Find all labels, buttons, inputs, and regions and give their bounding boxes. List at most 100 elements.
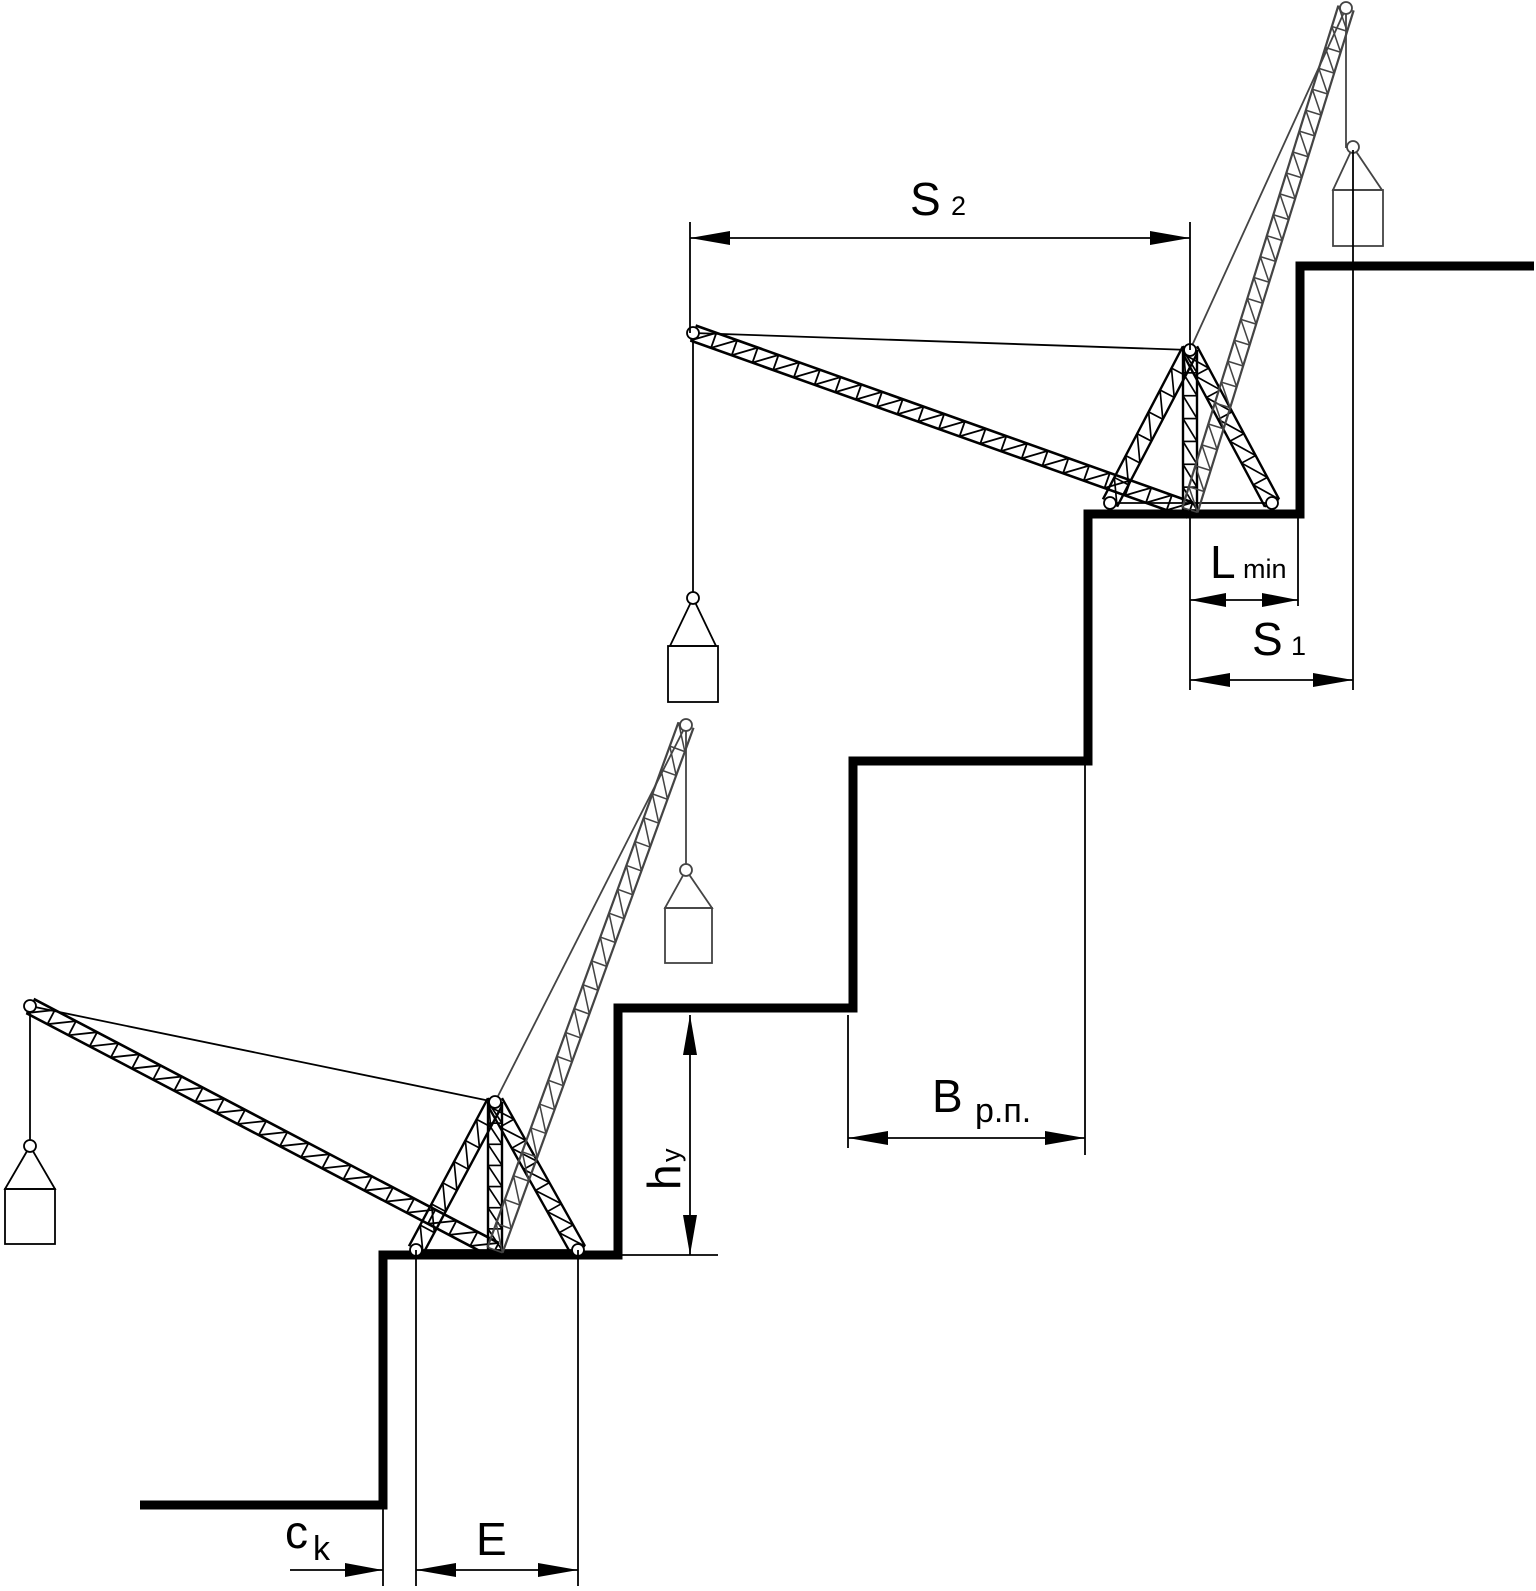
- lower-aframe-left-member: [419, 1224, 435, 1234]
- upper-boom-member: [979, 435, 1007, 445]
- lower-boom-up-member: [556, 1056, 565, 1086]
- upper-boom-member: [1000, 442, 1028, 453]
- upper-aframe-right-member: [1194, 374, 1221, 391]
- lower-aframe-left-member: [431, 1203, 447, 1213]
- upper-boom-up-member: [1227, 360, 1238, 388]
- upper-boom-member: [937, 413, 946, 430]
- lower-boom-up-member: [582, 984, 599, 991]
- lower-aframe-right-member: [558, 1224, 574, 1234]
- lower-boom-up-member: [643, 817, 651, 848]
- upper-boom-up-member: [1285, 172, 1296, 199]
- lower-boom-member: [131, 1053, 141, 1069]
- upper-crane-aframe: [1101, 345, 1281, 511]
- upper-boom-up-member: [1234, 339, 1250, 346]
- upper-boom-up-member: [1298, 130, 1309, 158]
- upper-boom-member: [1042, 457, 1069, 467]
- upper-boom-up-member: [1240, 318, 1257, 325]
- lower-crane-apex: [488, 1095, 502, 1109]
- upper-boom-member: [813, 369, 821, 386]
- upper-boom-up-member: [1246, 298, 1257, 325]
- lower-boom-member: [46, 1009, 56, 1025]
- upper-boom-up-member: [1188, 485, 1205, 493]
- lower-crane-pendant: [29, 1005, 496, 1103]
- upper-boom-member: [1145, 494, 1173, 504]
- hy-subscript: у: [656, 1148, 686, 1162]
- upper-aframe-right-member: [1241, 462, 1268, 479]
- upper-boom-up-member: [1273, 214, 1289, 221]
- lower-aframe-right-member: [511, 1147, 538, 1163]
- upper-boom-member: [730, 339, 738, 356]
- s2-subscript: 2: [951, 191, 966, 221]
- upper-boom-member: [896, 398, 904, 415]
- lower-boom-up-member: [599, 936, 608, 967]
- upper-boom-member: [897, 405, 924, 416]
- lower-boom-member: [110, 1042, 120, 1058]
- upper-aframe-left-member: [1159, 389, 1164, 420]
- lower-aframe-mast-member: [487, 1164, 503, 1188]
- lower-aframe-right-member: [546, 1203, 562, 1213]
- lower-boom-member: [342, 1164, 352, 1180]
- lower-boom-up-member: [556, 1055, 573, 1063]
- lower-boom-up-member: [521, 1151, 530, 1182]
- lower-boom-member: [343, 1175, 372, 1181]
- upper-boom-member: [751, 347, 759, 363]
- lower-boom-up-member: [564, 1032, 573, 1062]
- lower-boom-member: [448, 1220, 458, 1236]
- lower-boom-up-member: [608, 913, 617, 943]
- upper-boom-up-member: [1312, 88, 1328, 95]
- dimension-e: E: [416, 1250, 579, 1586]
- upper-boom-member: [1124, 486, 1152, 497]
- lower-boom-up-member: [573, 1008, 582, 1039]
- upper-aframe-mast-member: [1182, 395, 1198, 420]
- lower-aframe-right-member: [499, 1126, 527, 1142]
- upper-boom-up-member: [1272, 214, 1283, 241]
- lower-boom-member: [384, 1187, 394, 1203]
- lower-aframe-right-member: [500, 1097, 587, 1247]
- lower-boom-member: [195, 1097, 225, 1103]
- upper-boom-up-member: [1214, 402, 1231, 409]
- upper-boom-member: [1082, 465, 1090, 481]
- upper-aframe-left-member: [1125, 454, 1141, 464]
- upper-boom-up-member: [1208, 423, 1224, 430]
- upper-boom-member: [1000, 435, 1008, 452]
- lower-crane: [3, 718, 714, 1259]
- lower-boom-up-member: [504, 1198, 521, 1206]
- upper-boom-member: [876, 398, 904, 408]
- lower-boom-member: [385, 1197, 415, 1203]
- lower-boom-up-member: [591, 960, 607, 968]
- lower-crane-boom-tip: [23, 999, 37, 1013]
- b-rp-label: B: [932, 1070, 963, 1122]
- lower-boom-member: [152, 1065, 162, 1081]
- upper-boom-member: [855, 384, 863, 400]
- upper-crane-boom-tip: [686, 326, 700, 340]
- lower-boom-member: [153, 1075, 182, 1081]
- lower-boom-member: [47, 1020, 77, 1026]
- lower-boom-member: [469, 1231, 479, 1247]
- upper-boom-member: [772, 361, 800, 371]
- upper-boom-member: [1166, 501, 1193, 512]
- upper-boom-member: [772, 354, 780, 371]
- upper-boom-up-member: [1279, 193, 1296, 200]
- upper-aframe-left-member: [1113, 476, 1129, 486]
- upper-boom-up-member: [1247, 297, 1263, 304]
- lower-aframe-mast-member: [487, 1186, 503, 1209]
- upper-boom-up-member: [1227, 360, 1244, 367]
- upper-aframe-right-member: [1217, 418, 1245, 435]
- lower-aframe-left-member: [442, 1182, 458, 1192]
- lower-boom-up-member: [634, 841, 643, 872]
- lower-boom-member: [67, 1020, 77, 1036]
- upper-aframe-right-member: [1241, 454, 1257, 464]
- upper-aframe-right-member: [1229, 440, 1257, 457]
- upper-aframe-left-member: [1148, 411, 1164, 421]
- lower-boom-up-member: [538, 1103, 547, 1134]
- upper-boom-member: [1062, 457, 1070, 474]
- lower-boom-member: [279, 1142, 309, 1148]
- lower-boom-member: [110, 1053, 140, 1059]
- lower-boom-member: [237, 1120, 267, 1125]
- upper-boom-up-member: [1240, 319, 1251, 346]
- lower-boom-up-member: [660, 769, 669, 800]
- lower-boom-up-member: [625, 865, 634, 895]
- upper-boom-member: [917, 413, 945, 423]
- lower-aframe-right-member: [546, 1210, 574, 1226]
- lower-crane-raised-load: [663, 863, 714, 964]
